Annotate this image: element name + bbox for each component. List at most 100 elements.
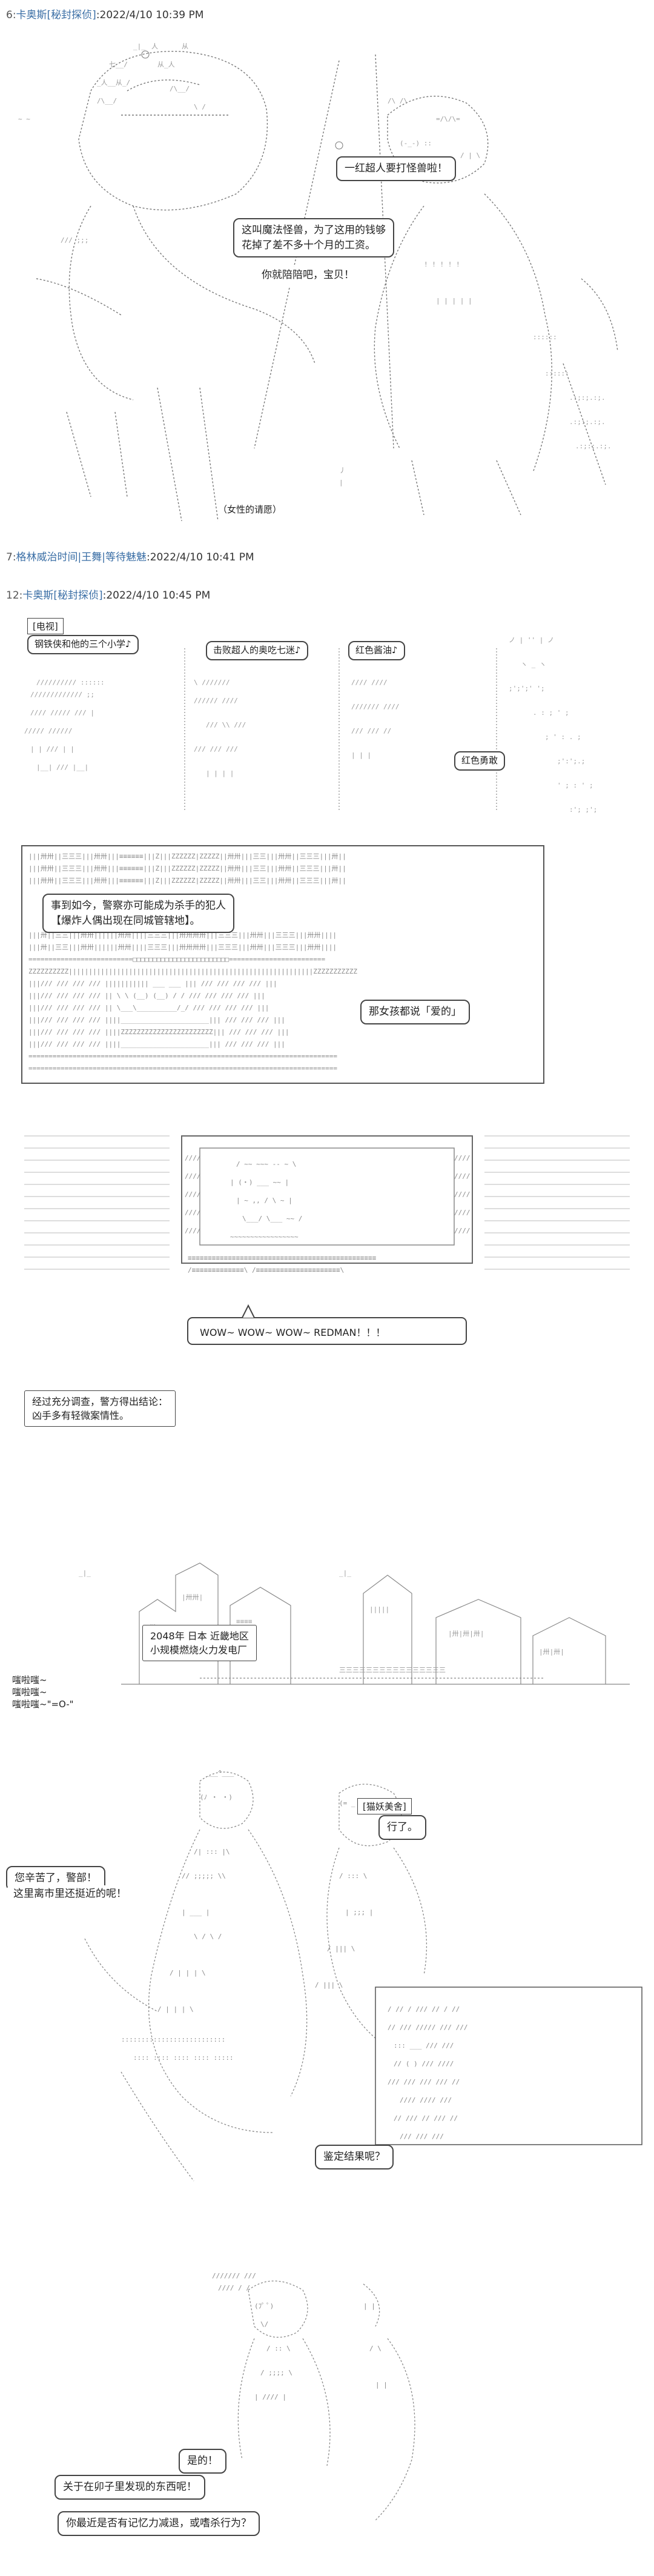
svg-text:|__| /// |__|: |__| /// |__| (36, 763, 88, 771)
svg-text:::::::: :::::: (545, 370, 569, 377)
svg-text:/// /// ///: /// /// /// (194, 745, 238, 753)
svg-text://// ////: //// //// (351, 679, 388, 686)
svg-text:\___/ \___ ~~ /: \___/ \___ ~~ / (242, 1215, 302, 1223)
svg-text://///// ////: /////// //// (351, 703, 399, 711)
svg-text:////// ////: ////// //// (194, 697, 238, 705)
post-number: 7: (6, 551, 16, 563)
svg-text:(ﾌﾟ ﾟ): (ﾌﾟ ﾟ) (254, 2302, 274, 2310)
svg-text:! ! ! ! !: ! ! ! ! ! (424, 261, 460, 268)
svg-text:_|_: _|_ (339, 1569, 351, 1577)
post-author[interactable]: 卡奥斯 (16, 9, 47, 21)
post-board[interactable]: [秘封探侦] (47, 9, 96, 21)
svg-text:/ \: / \ (369, 2345, 382, 2352)
svg-text:三三三三三三三三三三三三三三三三: 三三三三三三三三三三三三三三三三 (339, 1666, 446, 1674)
svg-text:≡≡≡≡≡≡≡≡≡≡≡≡≡≡≡≡≡≡≡≡≡≡≡≡≡≡≡≡≡≡: ≡≡≡≡≡≡≡≡≡≡≡≡≡≡≡≡≡≡≡≡≡≡≡≡≡≡≡≡≡≡≡≡≡≡≡≡≡≡≡≡… (188, 1254, 377, 1262)
scene7-ascii-art: /////// /////// / / (ﾌﾟ ﾟ)\/ / :: \/ ;;;… (212, 2272, 415, 2521)
svg-text:七__/: 七__/ (109, 61, 128, 68)
speech-bubble-money2: 你就陪陪吧，宝贝！ (254, 267, 362, 287)
svg-text:; ' : . ;: ; ' : . ; (545, 733, 581, 741)
svg-text:|||||: ||||| (369, 1605, 389, 1613)
post-timestamp: :2022/4/10 10:41 PM (147, 551, 254, 563)
svg-text:/≡≡≡≡≡≡≡≡≡≡≡≡≡\ /≡≡≡≡≡≡≡≡≡≡≡≡: /≡≡≡≡≡≡≡≡≡≡≡≡≡\ /≡≡≡≡≡≡≡≡≡≡≡≡≡≡≡≡≡≡≡≡≡\ (188, 1266, 344, 1274)
speech-bubble-report: 关于在卯子里发现的东西呢！ (54, 2475, 205, 2500)
scene2-ascii-art: ////////// ::::::///////////// ;; //// /… (24, 636, 597, 814)
post-author[interactable]: 格林威治时间|王舞|等待魅魅 (16, 551, 147, 563)
scene3-panel: |||卅卅||三三三|||卅卅|||≡≡≡≡≡≡|||Z|||ZZZZZZ|ZZ… (21, 845, 544, 1084)
speech-bubble-money: 这叫魔法怪兽，为了这用的钱够 花掉了差不多十个月的工资。 (233, 218, 394, 258)
svg-text:/\__/: /\__/ (170, 85, 190, 93)
svg-text:// /// // /// //: // /// // /// // (394, 2114, 458, 2122)
svg-text://// ///// /// |: //// ///// /// | (30, 709, 94, 717)
post-board[interactable]: [秘封探侦] (53, 589, 103, 602)
svg-text::::: :::: :::: :::: :::::: :::: :::: :::: :::: ::::: (133, 2054, 234, 2062)
svg-text:| |: | | (363, 2302, 375, 2310)
svg-text:/// \\ ///: /// \\ /// (206, 721, 246, 729)
svg-text:////: //// (185, 1227, 201, 1235)
post-timestamp: :2022/4/10 10:39 PM (96, 9, 204, 21)
svg-text:|||/// /// /// /// ||||___: |||/// /// /// /// ||||_________________… (28, 1016, 285, 1024)
svg-text:/ | \: / | \ (460, 151, 480, 159)
speech-bubble-ok: 行了。 (378, 1815, 426, 1840)
svg-text:::::::: :::::: (533, 333, 557, 341)
svg-text:\ / \ /: \ / \ / (194, 1933, 222, 1940)
svg-text:| |: | | (375, 2381, 388, 2389)
svg-text:// ( ) /// ////: // ( ) /// //// (394, 2060, 454, 2068)
svg-text:ノ | '' | ノ: ノ | '' | ノ (509, 636, 554, 644)
svg-text:/\__/: /\__/ (97, 97, 117, 105)
svg-text:/| ::: |\: /| ::: |\ (194, 1848, 230, 1856)
tv-tag: [电视] (27, 618, 64, 634)
svg-text::'; ;';: :'; ;'; (569, 806, 597, 814)
svg-text:/ ~~ ~~~ -- ~ \: / ~~ ~~~ -- ~ \ (236, 1160, 296, 1168)
post-header-12: 12:卡奥斯[秘封探侦]:2022/4/10 10:45 PM (6, 586, 210, 602)
svg-text:从_人: 从_人 (157, 61, 175, 68)
post-author[interactable]: 卡奥斯 (22, 589, 54, 602)
svg-text:////: //// (454, 1172, 471, 1180)
svg-text:=/\/\=: =/\/\= (436, 115, 460, 123)
svg-text:/ | | | \: / | | | \ (157, 2005, 194, 2013)
svg-text:////: //// (454, 1154, 471, 1162)
svg-text:|||/// /// /// /// ||||ZZZ: |||/// /// /// /// ||||ZZZZZZZZZZZZZZZZZ… (28, 1028, 289, 1036)
svg-text:| | | | |: | | | | | (436, 297, 472, 305)
svg-text:==============================: ========================================… (28, 1052, 337, 1060)
svg-text:|||卅||三三|||卅卅||||||卅卅||||三三三||: |||卅||三三|||卅卅||||||卅卅||||三三三|||卅卅卅卅|||三三… (28, 931, 337, 939)
svg-text:|||卅卅||三三三|||卅卅|||≡≡≡≡≡≡|||Z||: |||卅卅||三三三|||卅卅|||≡≡≡≡≡≡|||Z|||ZZZZZZ|ZZ… (28, 877, 346, 885)
svg-text:==========================□□□□: ==========================□□□□□□□□□□□□□□… (28, 955, 325, 963)
speech-bubble-final: 你最近是否有记忆力减退，或嗜杀行为？ (58, 2511, 260, 2536)
svg-text:_人__从_/: _人__从_/ (97, 79, 130, 87)
svg-text:.:;:;.:;.: .:;:;.:;. (575, 442, 612, 450)
svg-text:::: ___ /// ///: ::: ___ /// /// (394, 2042, 454, 2050)
svg-text:| ;;; |: | ;;; | (345, 1908, 373, 1916)
svg-text:// /// ///// /// ///: // /// ///// /// /// (388, 2023, 467, 2031)
svg-text:ZZZZZZZZZZ||||||||||||||||||||: ZZZZZZZZZZ||||||||||||||||||||||||||||||… (28, 968, 357, 975)
svg-text:从: 从 (182, 42, 188, 50)
svg-text:/// /// //: /// /// // (351, 727, 391, 735)
scene4-ascii-art: //////////////////// ///////////////////… (24, 1135, 630, 1345)
svg-text:| ~ ,, / \ ~ |: | ~ ,, / \ ~ | (236, 1197, 292, 1204)
svg-text:////: //// (185, 1209, 201, 1217)
sfx-1: 嗤啦嗤~ (12, 1675, 47, 1685)
svg-text:|卅卅|: |卅卅| (182, 1593, 203, 1601)
svg-text:/// ;;;: /// ;;; (61, 236, 88, 244)
speech-bubble-tv-d: 红色勇敢 (454, 751, 506, 771)
speech-bubble-yes: 是的！ (179, 2449, 226, 2474)
svg-text:|||卅卅||三三三|||卅卅|||≡≡≡≡≡≡|||Z||: |||卅卅||三三三|||卅卅|||≡≡≡≡≡≡|||Z|||ZZZZZZ|ZZ… (28, 852, 346, 860)
svg-text:;':';.;: ;':';.; (557, 757, 585, 765)
tv-panel-1 (24, 636, 176, 794)
svg-text:≡≡≡≡: ≡≡≡≡ (236, 1618, 253, 1625)
svg-text:==============================: ========================================… (28, 1064, 337, 1072)
svg-text:\/: \/ (260, 2320, 268, 2328)
scene5-ascii-art: |卅||卅卅|≡≡≡≡ ||||||卅|卅|卅||卅|卅| 三三三三三三三三三三… (79, 1562, 630, 1685)
svg-text:| | | |: | | | | (206, 769, 234, 777)
svg-text://// //// ///: //// //// /// (400, 2096, 452, 2104)
speech-bubble-tv-c: 红色酱油♪ (348, 641, 405, 660)
svg-text:~~~~~~~~~~~~~~~~~: ~~~~~~~~~~~~~~~~~ (230, 1233, 299, 1241)
svg-text:|卅|卅|: |卅|卅| (539, 1648, 564, 1656)
post-timestamp: :2022/4/10 10:45 PM (102, 589, 211, 602)
sfx-3: 嗤啦嗤~"=O-" (12, 1699, 74, 1710)
svg-text:. : ; ' ;: . : ; ' ; (533, 709, 569, 717)
svg-text:|||/// /// /// /// ||||___: |||/// /// /// /// ||||_________________… (28, 1040, 285, 1048)
svg-text:/ ;;;; \: / ;;;; \ (260, 2369, 292, 2377)
svg-text:\ /: \ / (194, 103, 206, 111)
svg-text:/ | | | \: / | | | \ (170, 1969, 206, 1977)
post-number: 12: (6, 589, 23, 602)
